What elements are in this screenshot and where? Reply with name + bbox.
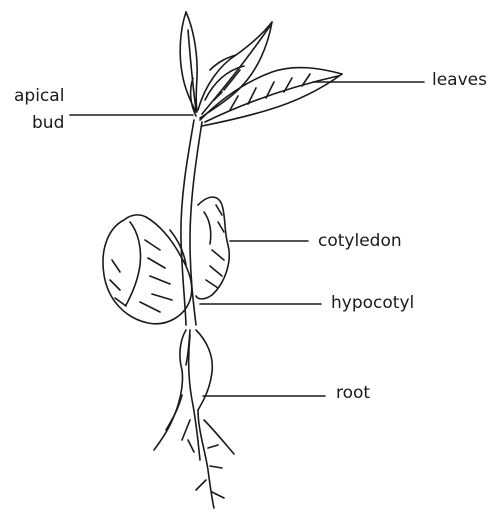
stem bbox=[181, 120, 202, 365]
label-apical-line2: bud bbox=[14, 113, 64, 133]
cotyledon-right bbox=[196, 197, 229, 299]
label-apical-line1: apical bbox=[14, 86, 64, 106]
label-leaves: leaves bbox=[432, 70, 487, 90]
cotyledon-left bbox=[103, 215, 192, 324]
apical-bud bbox=[180, 12, 197, 116]
leaf-upper-left bbox=[198, 22, 272, 118]
label-apical-bud: apical bud bbox=[14, 86, 64, 133]
label-hypocotyl: hypocotyl bbox=[331, 293, 414, 313]
root-system bbox=[154, 330, 234, 508]
label-cotyledon: cotyledon bbox=[318, 231, 402, 251]
leaf-right bbox=[200, 66, 342, 126]
label-root: root bbox=[336, 383, 370, 403]
